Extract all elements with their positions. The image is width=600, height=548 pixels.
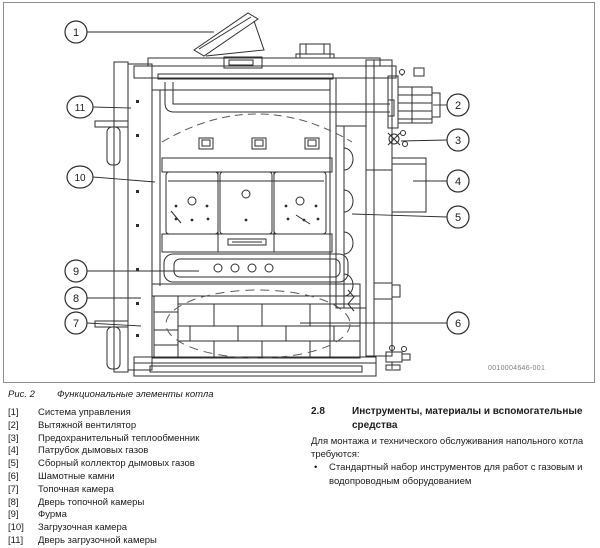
bullet-item: • Стандартный набор инструментов для раб…: [311, 461, 594, 487]
figure-caption-label: Рис. 2: [8, 389, 35, 400]
svg-text:1: 1: [73, 27, 79, 39]
drain-valve: [385, 345, 411, 371]
boiler-base: [133, 356, 377, 377]
flue-duct: [366, 157, 427, 213]
callout-11: 11: [66, 95, 94, 119]
tuyere: [163, 253, 349, 283]
heat-exchanger-block: [161, 157, 333, 253]
bullet-marker: •: [314, 462, 318, 474]
boiler-diagram: 1 2 3 4 5: [64, 12, 545, 377]
legend-item: [3] Предохранительный теплообменник: [8, 433, 303, 446]
svg-text:7: 7: [73, 318, 79, 330]
callout-2: 2: [446, 93, 470, 117]
legend-item: [6] Шамотные камни: [8, 471, 303, 484]
callout-10: 10: [66, 165, 94, 189]
legend-number: [2]: [8, 419, 19, 431]
legend-number: [3]: [8, 432, 19, 444]
control-panel: [193, 12, 265, 69]
legend-label: Предохранительный теплообменник: [38, 432, 200, 444]
svg-text:8: 8: [73, 293, 79, 305]
svg-text:4: 4: [455, 176, 461, 188]
svg-text:9: 9: [73, 266, 79, 278]
chimney-stub: [295, 43, 335, 59]
figure-frame: 1 2 3 4 5: [3, 2, 595, 383]
callout-8: 8: [64, 286, 88, 310]
legend-label: Дверь топочной камеры: [38, 496, 145, 508]
drawing-code-label: 0010004646-001: [488, 365, 545, 372]
legend-number: [11]: [8, 534, 24, 546]
callout-5: 5: [446, 205, 470, 229]
legend-item: [8] Дверь топочной камеры: [8, 497, 303, 510]
svg-text:10: 10: [74, 173, 86, 184]
legend-item: [10] Загрузочная камера: [8, 522, 303, 535]
section-2-8: 2.8 Инструменты, материалы и вспомогател…: [311, 405, 594, 488]
callout-7: 7: [64, 311, 88, 335]
legend-label: Загрузочная камера: [38, 522, 128, 534]
svg-text:5: 5: [455, 212, 461, 224]
callout-3: 3: [446, 128, 470, 152]
section-heading: 2.8 Инструменты, материалы и вспомогател…: [311, 405, 594, 432]
legend-label: Сборный коллектор дымовых газов: [38, 458, 195, 470]
exhaust-fan: [387, 67, 441, 129]
legend-number: [6]: [8, 470, 19, 482]
legend-label: Вытяжной вентилятор: [38, 419, 137, 431]
loading-chamber: [161, 82, 395, 150]
legend-item: [4] Патрубок дымовых газов: [8, 445, 303, 458]
legend-item: [2] Вытяжной вентилятор: [8, 420, 303, 433]
legend-item: [7] Топочная камера: [8, 484, 303, 497]
section-title: Инструменты, материалы и вспомогательные…: [352, 406, 583, 431]
leader-lines: [86, 31, 448, 327]
left-door-frame: [94, 61, 153, 373]
bullet-text: Стандартный набор инструментов для работ…: [329, 462, 583, 487]
callout-4: 4: [446, 169, 470, 193]
legend-label: Шамотные камни: [38, 470, 115, 482]
legend-label: Фурма: [38, 509, 67, 521]
legend-number: [4]: [8, 445, 19, 457]
legend-number: [9]: [8, 509, 19, 521]
legend-label: Дверь загрузочной камеры: [38, 534, 157, 546]
section-number: 2.8: [311, 406, 325, 417]
svg-text:2: 2: [455, 100, 461, 112]
callout-9: 9: [64, 259, 88, 283]
side-stub-pipe: [373, 282, 401, 300]
svg-text:3: 3: [455, 135, 461, 147]
legend-item: [9] Фурма: [8, 509, 303, 522]
callout-1: 1: [64, 20, 88, 44]
legend-number: [5]: [8, 458, 19, 470]
legend-label: Патрубок дымовых газов: [38, 445, 149, 457]
combustion-chamber: [151, 283, 361, 359]
legend-number: [1]: [8, 407, 19, 418]
flue-collector: [335, 125, 367, 312]
legend-item: [11] Дверь загрузочной камеры: [8, 535, 303, 548]
legend-number: [7]: [8, 483, 19, 495]
legend: [1] Система управления [2] Вытяжной вент…: [8, 407, 303, 548]
figure-caption: Рис. 2 Функциональные элементы котла: [8, 389, 214, 400]
legend-item: [5] Сборный коллектор дымовых газов: [8, 458, 303, 471]
svg-text:11: 11: [75, 103, 86, 114]
svg-text:6: 6: [455, 318, 461, 330]
callout-6: 6: [446, 311, 470, 335]
legend-number: [10]: [8, 522, 24, 534]
legend-item: [1] Система управления: [8, 407, 303, 420]
safety-heat-exchanger: [387, 130, 408, 147]
section-intro: Для монтажа и технического обслуживания …: [311, 436, 584, 461]
figure-caption-text: Функциональные элементы котла: [56, 389, 214, 400]
legend-label: Система управления: [38, 407, 131, 418]
legend-label: Топочная камера: [38, 483, 114, 495]
legend-number: [8]: [8, 496, 19, 508]
